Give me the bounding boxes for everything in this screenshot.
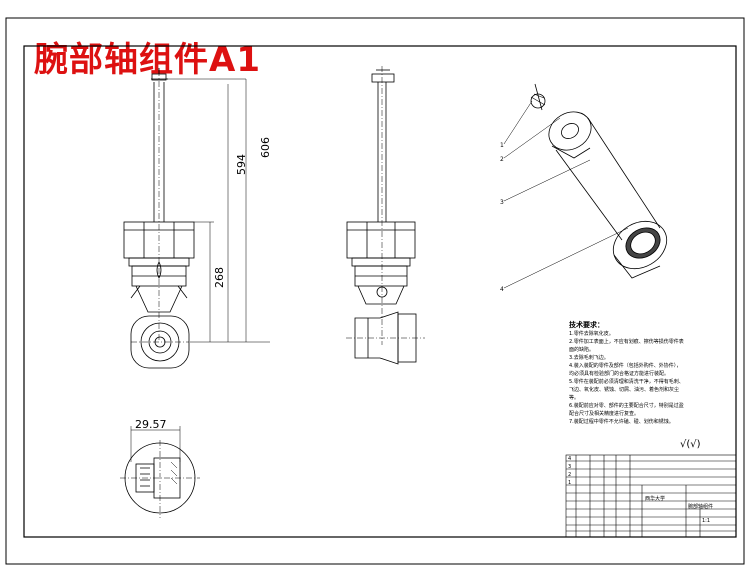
tech-item: 7.装配过程中零件不允许磕、碰、划伤和锈蚀。 [569, 419, 674, 425]
tech-item: 4.装入装配的零件及部件（包括外购件、外协件），均必须具有检验部门的合格证方能进… [569, 363, 682, 377]
tech-item: 2.零件加工表面上，不应有划痕、擦伤等损伤零件表面的缺陷。 [569, 339, 684, 353]
dim-606: 606 [259, 137, 272, 158]
tech-item: 3.去除毛刺飞边。 [569, 355, 609, 361]
outer-border [5, 17, 745, 565]
roughness-symbol: √(√) [680, 439, 701, 450]
bottom-view [120, 426, 200, 518]
drawing-name: 腕部轴组件 [688, 503, 713, 510]
balloon-2: 2 [500, 156, 504, 163]
title-block [565, 454, 737, 538]
tech-requirements: 技术要求： 1.零件去除氧化皮。 2.零件加工表面上，不应有划痕、擦伤等损伤零件… [569, 321, 685, 426]
scale: 1:1 [702, 518, 710, 524]
drawing-title: 腕部轴组件A1 [34, 40, 261, 80]
side-view [346, 66, 425, 365]
tech-item: 1.零件去除氧化皮。 [569, 331, 614, 337]
svg-text:2: 2 [568, 472, 571, 478]
tech-item: 5.零件在装配前必须清理和清洗干净，不得有毛刺、飞边、氧化皮、锈蚀、切屑、油污、… [569, 379, 684, 401]
dim-594: 594 [235, 154, 248, 175]
svg-text:4: 4 [568, 456, 571, 462]
tech-heading: 技术要求： [569, 321, 604, 329]
isometric-view [503, 83, 668, 289]
front-view [123, 68, 270, 369]
dim-29-57: 29.57 [135, 418, 167, 431]
svg-text:1: 1 [568, 480, 571, 486]
dim-268: 268 [213, 267, 226, 288]
balloon-1: 1 [500, 142, 504, 149]
svg-text:3: 3 [568, 464, 571, 470]
balloon-3: 3 [500, 199, 504, 206]
tech-item: 6.装配前应对零、部件的主要配合尺寸，特别是过盈配合尺寸及相关精度进行复查。 [569, 403, 684, 417]
inner-border [23, 45, 737, 538]
balloon-4: 4 [500, 286, 504, 293]
school-name: 西华大学 [645, 495, 665, 502]
